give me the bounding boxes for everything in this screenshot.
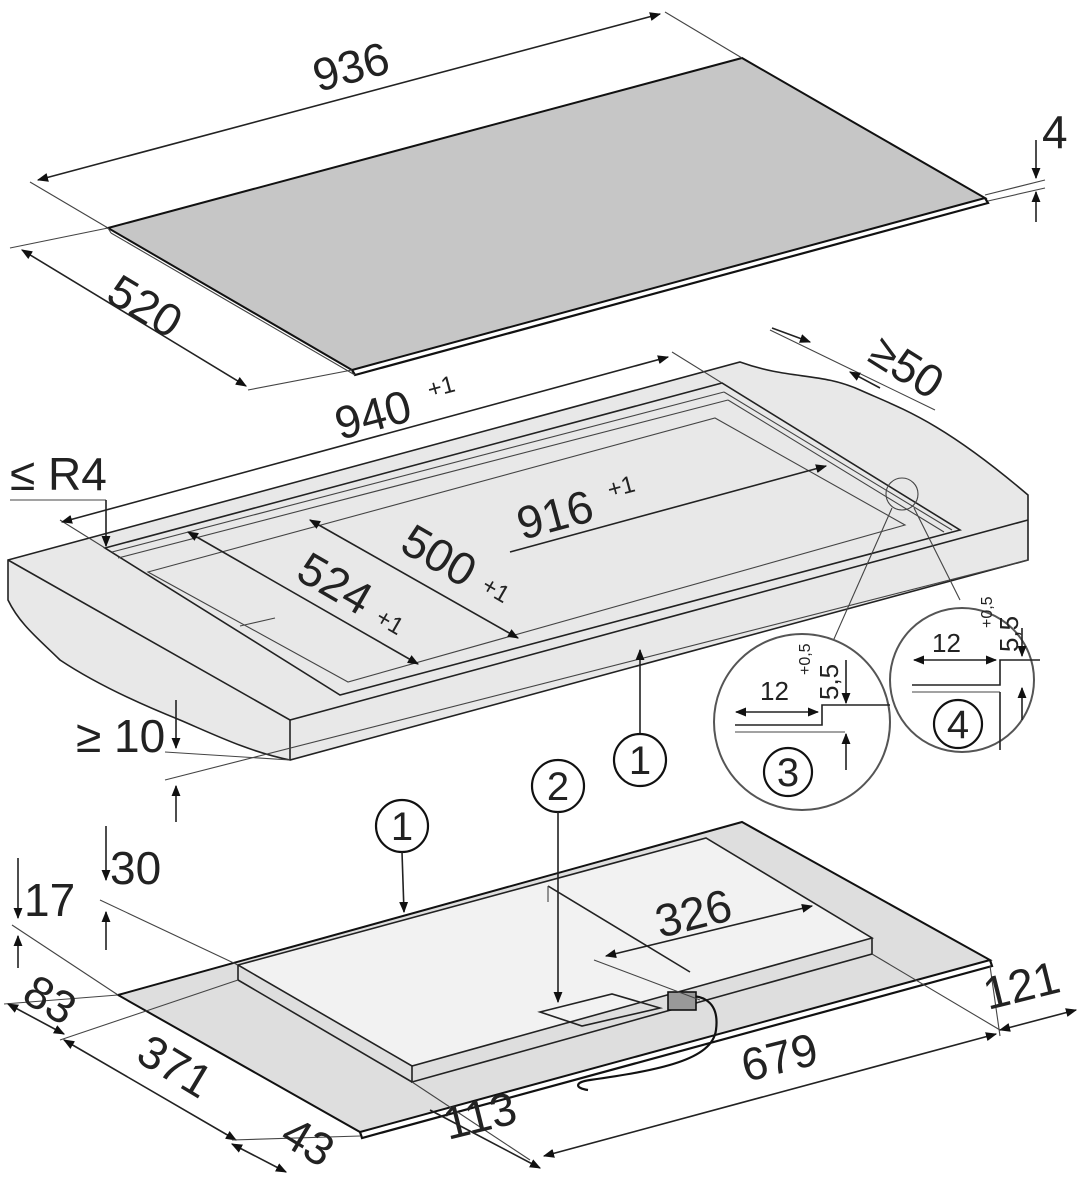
label-940-tol: +1 xyxy=(425,371,458,404)
label-4: 4 xyxy=(1042,106,1068,158)
label-520: 520 xyxy=(99,264,192,348)
label-936: 936 xyxy=(307,32,395,102)
hob-body xyxy=(115,820,994,1140)
dim-heights: 30 30 17 xyxy=(11,826,239,996)
detail-leaders xyxy=(829,477,961,649)
detail-3-55: 5,5 xyxy=(814,664,844,700)
dim-worktop-min: ≥ 10 ≥ 10 xyxy=(76,559,1029,822)
detail-3-12: 12 xyxy=(760,676,789,706)
callout-1-top-label: 1 xyxy=(629,739,651,783)
callout-1-bottom-label: 1 xyxy=(391,805,413,849)
callout-1-bottom: 1 xyxy=(374,798,430,914)
dim-thickness: 4 xyxy=(984,106,1068,222)
dim-83: 83 xyxy=(3,964,119,1035)
label-83: 83 xyxy=(15,964,86,1035)
label-940: 940 xyxy=(329,380,417,450)
label-30-h: 30 xyxy=(110,842,161,894)
detail-4-tol: +0,5 xyxy=(979,596,996,628)
glass-top-panel xyxy=(105,56,990,377)
detail-3: 12 5,5 +0,5 3 xyxy=(713,633,891,811)
detail-4-55: 5,5 xyxy=(994,616,1024,652)
label-17: 17 xyxy=(24,874,75,926)
callout-3-label: 3 xyxy=(777,751,799,795)
dim-corner-radius: ≤ R4 xyxy=(10,448,111,548)
callout-2-label: 2 xyxy=(547,765,569,809)
label-r4: ≤ R4 xyxy=(10,448,107,500)
callout-2: 2 xyxy=(530,758,586,1004)
detail-3-tol: +0,5 xyxy=(797,643,814,675)
callout-1-top: 1 xyxy=(612,648,668,788)
detail-4: 12 5,5 +0,5 4 xyxy=(889,596,1040,753)
callout-4-label: 4 xyxy=(947,703,969,747)
label-ge10-h: ≥ 10 xyxy=(76,710,165,762)
detail-4-12: 12 xyxy=(932,628,961,658)
